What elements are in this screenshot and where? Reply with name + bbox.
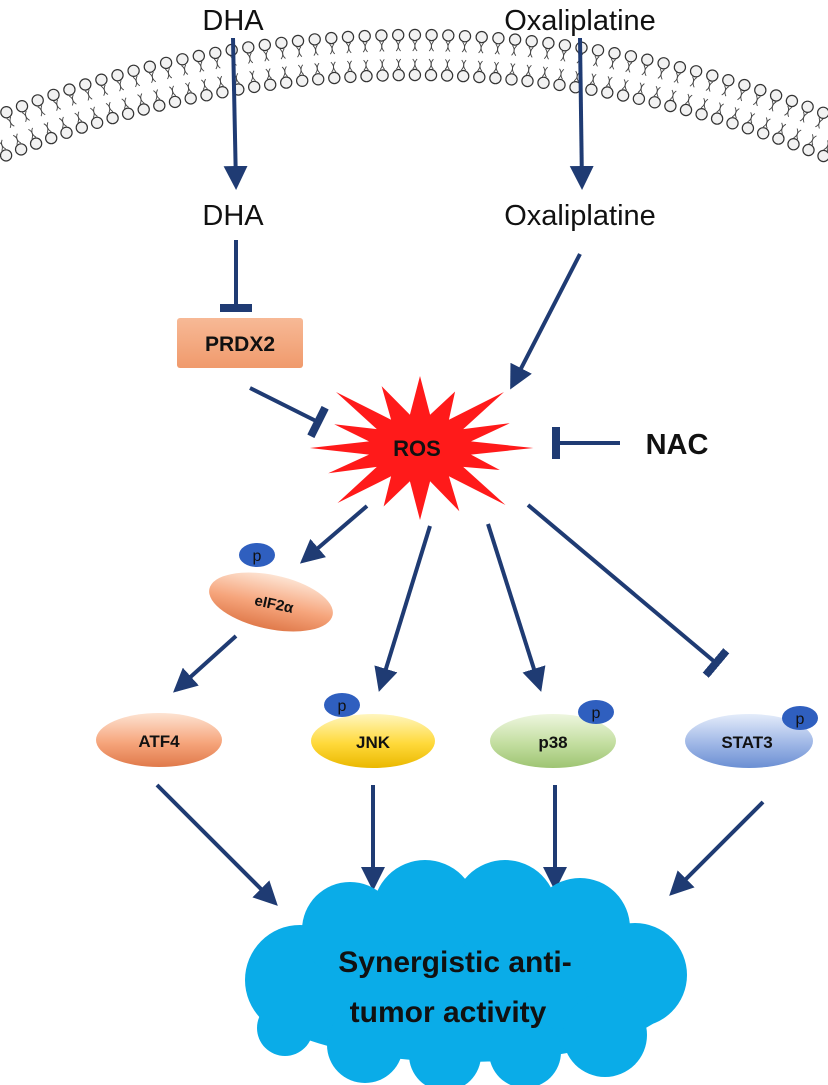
- prdx2-inhibits-ros: [249, 386, 329, 439]
- p38-phospho-label: p: [592, 705, 601, 722]
- stat3-to-outcome-arrow: [669, 800, 765, 896]
- stat3-label: STAT3: [721, 733, 772, 752]
- atf4-node: [96, 713, 222, 767]
- stat3-phospho-label: p: [796, 711, 805, 728]
- oxaliplatine-inside-label: Oxaliplatine: [504, 200, 656, 232]
- dha-outside-label: DHA: [202, 5, 264, 37]
- jnk-label: JNK: [356, 733, 391, 752]
- jnk-phospho-badge: [324, 693, 360, 717]
- prdx2-box: [177, 318, 303, 368]
- ros-inhibits-stat3: [526, 503, 730, 678]
- outcome-line-1: Synergistic anti-: [338, 946, 571, 979]
- eif2a-to-atf4-arrow: [173, 634, 238, 693]
- dha-inside-label: DHA: [202, 200, 264, 232]
- atf4-to-outcome-arrow: [155, 783, 278, 906]
- eif2a-phospho-label: p: [253, 548, 262, 565]
- outcome-line-2: tumor activity: [350, 996, 547, 1029]
- prdx2-label: PRDX2: [205, 333, 275, 356]
- ros-to-eif2a-arrow: [299, 504, 369, 564]
- ros-burst: [309, 376, 534, 520]
- jnk-node: [311, 714, 435, 768]
- oxaliplatine-uptake-arrow: [569, 37, 594, 190]
- outcome-cloud: [245, 860, 687, 1085]
- nac-label: NAC: [646, 429, 709, 461]
- atf4-label: ATF4: [138, 732, 180, 751]
- dha-uptake-arrow: [223, 37, 248, 190]
- oxaliplatine-outside-label: Oxaliplatine: [504, 5, 656, 37]
- cell-membrane: [0, 28, 828, 163]
- ros-to-jnk-arrow: [374, 525, 432, 692]
- p38-phospho-badge: [578, 700, 614, 724]
- stat3-phospho-badge: [782, 706, 818, 730]
- oxaliplatine-to-ros-arrow: [510, 253, 582, 390]
- ros-to-p38-arrow: [486, 523, 546, 692]
- p38-node: [490, 714, 616, 768]
- eif2a-node: [209, 572, 333, 632]
- p38-label: p38: [538, 733, 567, 752]
- jnk-phospho-label: p: [338, 698, 347, 715]
- eif2a-phospho-badge: [239, 543, 275, 567]
- ros-label: ROS: [393, 436, 441, 461]
- stat3-node: [685, 714, 813, 768]
